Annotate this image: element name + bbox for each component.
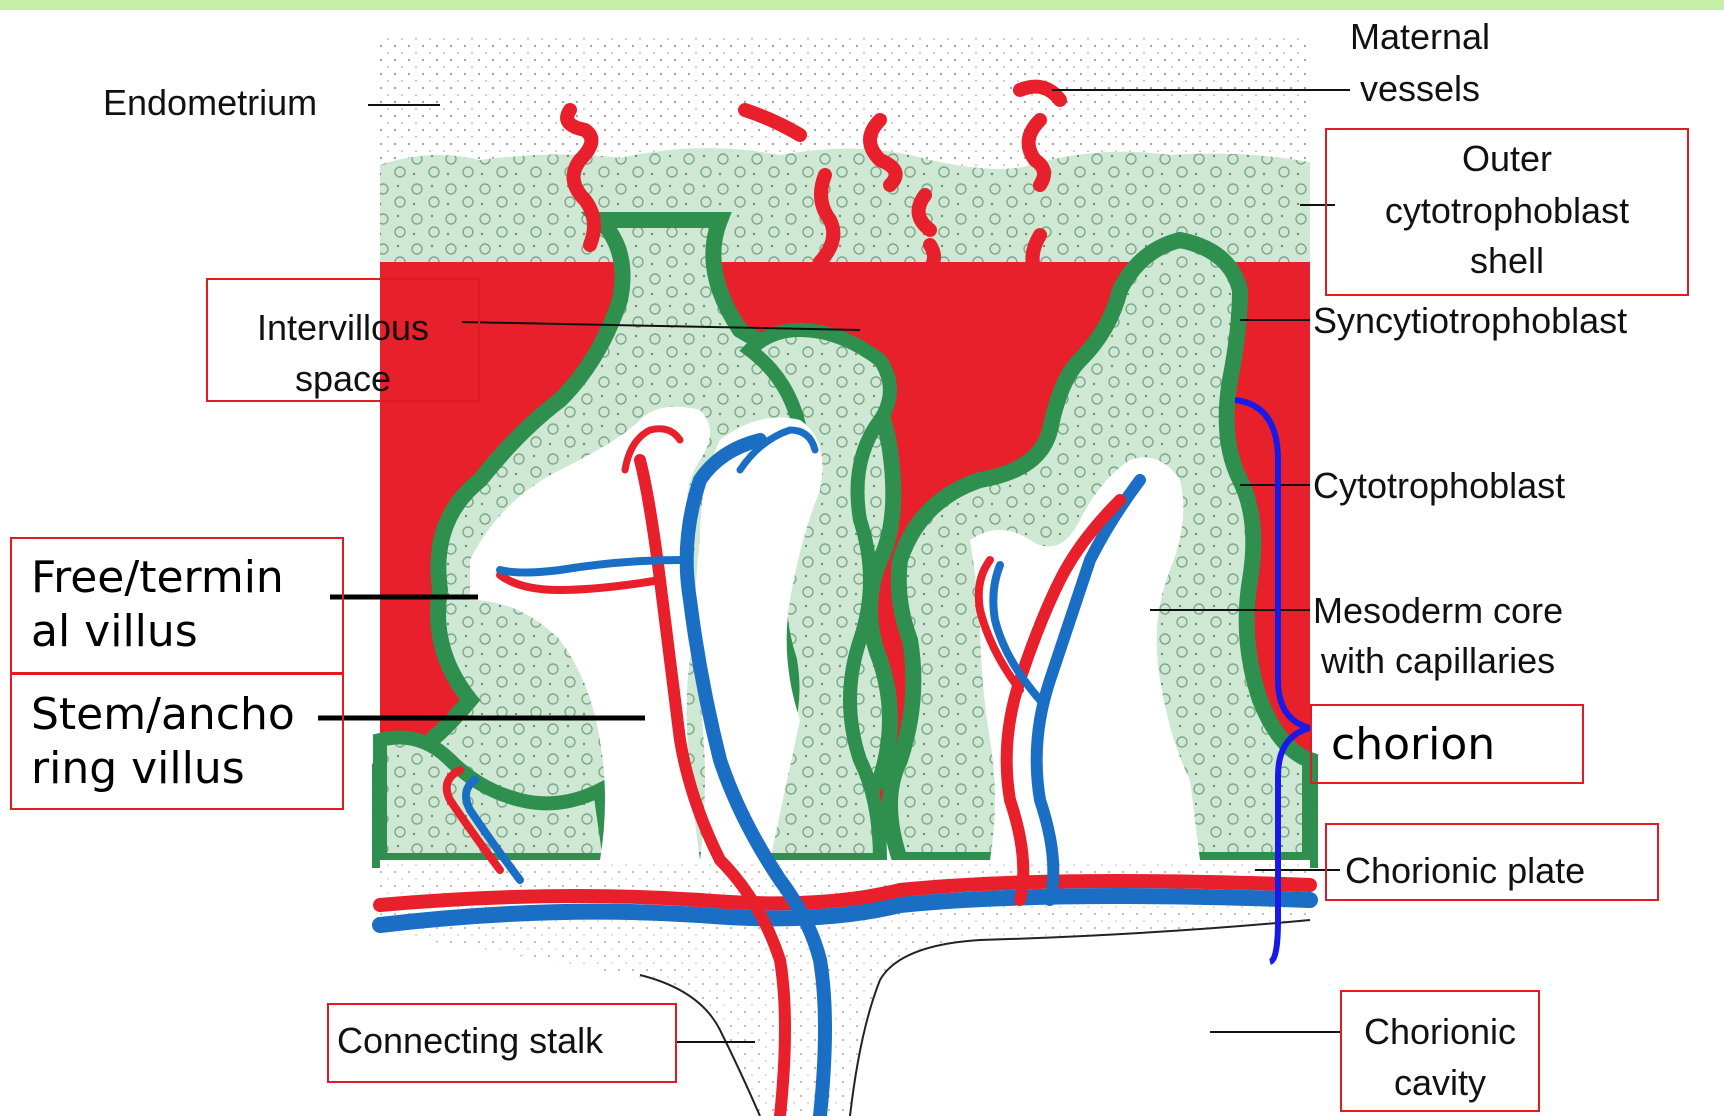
chorionic-plate-label: Chorionic plate — [1345, 846, 1585, 896]
cytotrophoblast-label: Cytotrophoblast — [1313, 461, 1565, 511]
intervillous-label-line2: space — [206, 354, 480, 404]
syncytiotrophoblast-label: Syncytiotrophoblast — [1313, 296, 1627, 346]
stem-villus-label-line1: Stem/ancho — [31, 688, 295, 742]
outer-shell-label-line2: cytotrophoblast — [1325, 186, 1689, 236]
mesoderm-label-line2: with capillaries — [1321, 636, 1555, 686]
stem-villus-label: Stem/ancho ring villus — [31, 688, 295, 796]
mesoderm-label-line1: Mesoderm core — [1313, 586, 1563, 636]
endometrium-label: Endometrium — [103, 78, 317, 128]
maternal-vessels-label-line1: Maternal — [1330, 12, 1510, 62]
chorionic-cavity-label-line2: cavity — [1340, 1058, 1540, 1108]
connecting-stalk-label: Connecting stalk — [337, 1016, 603, 1066]
outer-shell-label-line3: shell — [1325, 236, 1689, 286]
intervillous-label-line1: Intervillous — [206, 303, 480, 353]
free-villus-label: Free/termin al villus — [31, 551, 284, 659]
free-villus-label-line2: al villus — [31, 605, 284, 659]
chorionic-cavity-label-line1: Chorionic — [1340, 1007, 1540, 1057]
chorion-label: chorion — [1331, 718, 1495, 772]
chorion-label-text: chorion — [1331, 718, 1495, 772]
stem-villus-label-line2: ring villus — [31, 742, 295, 796]
free-villus-label-line1: Free/termin — [31, 551, 284, 605]
maternal-vessels-label-line2: vessels — [1330, 64, 1510, 114]
outer-shell-label-line1: Outer — [1325, 134, 1689, 184]
